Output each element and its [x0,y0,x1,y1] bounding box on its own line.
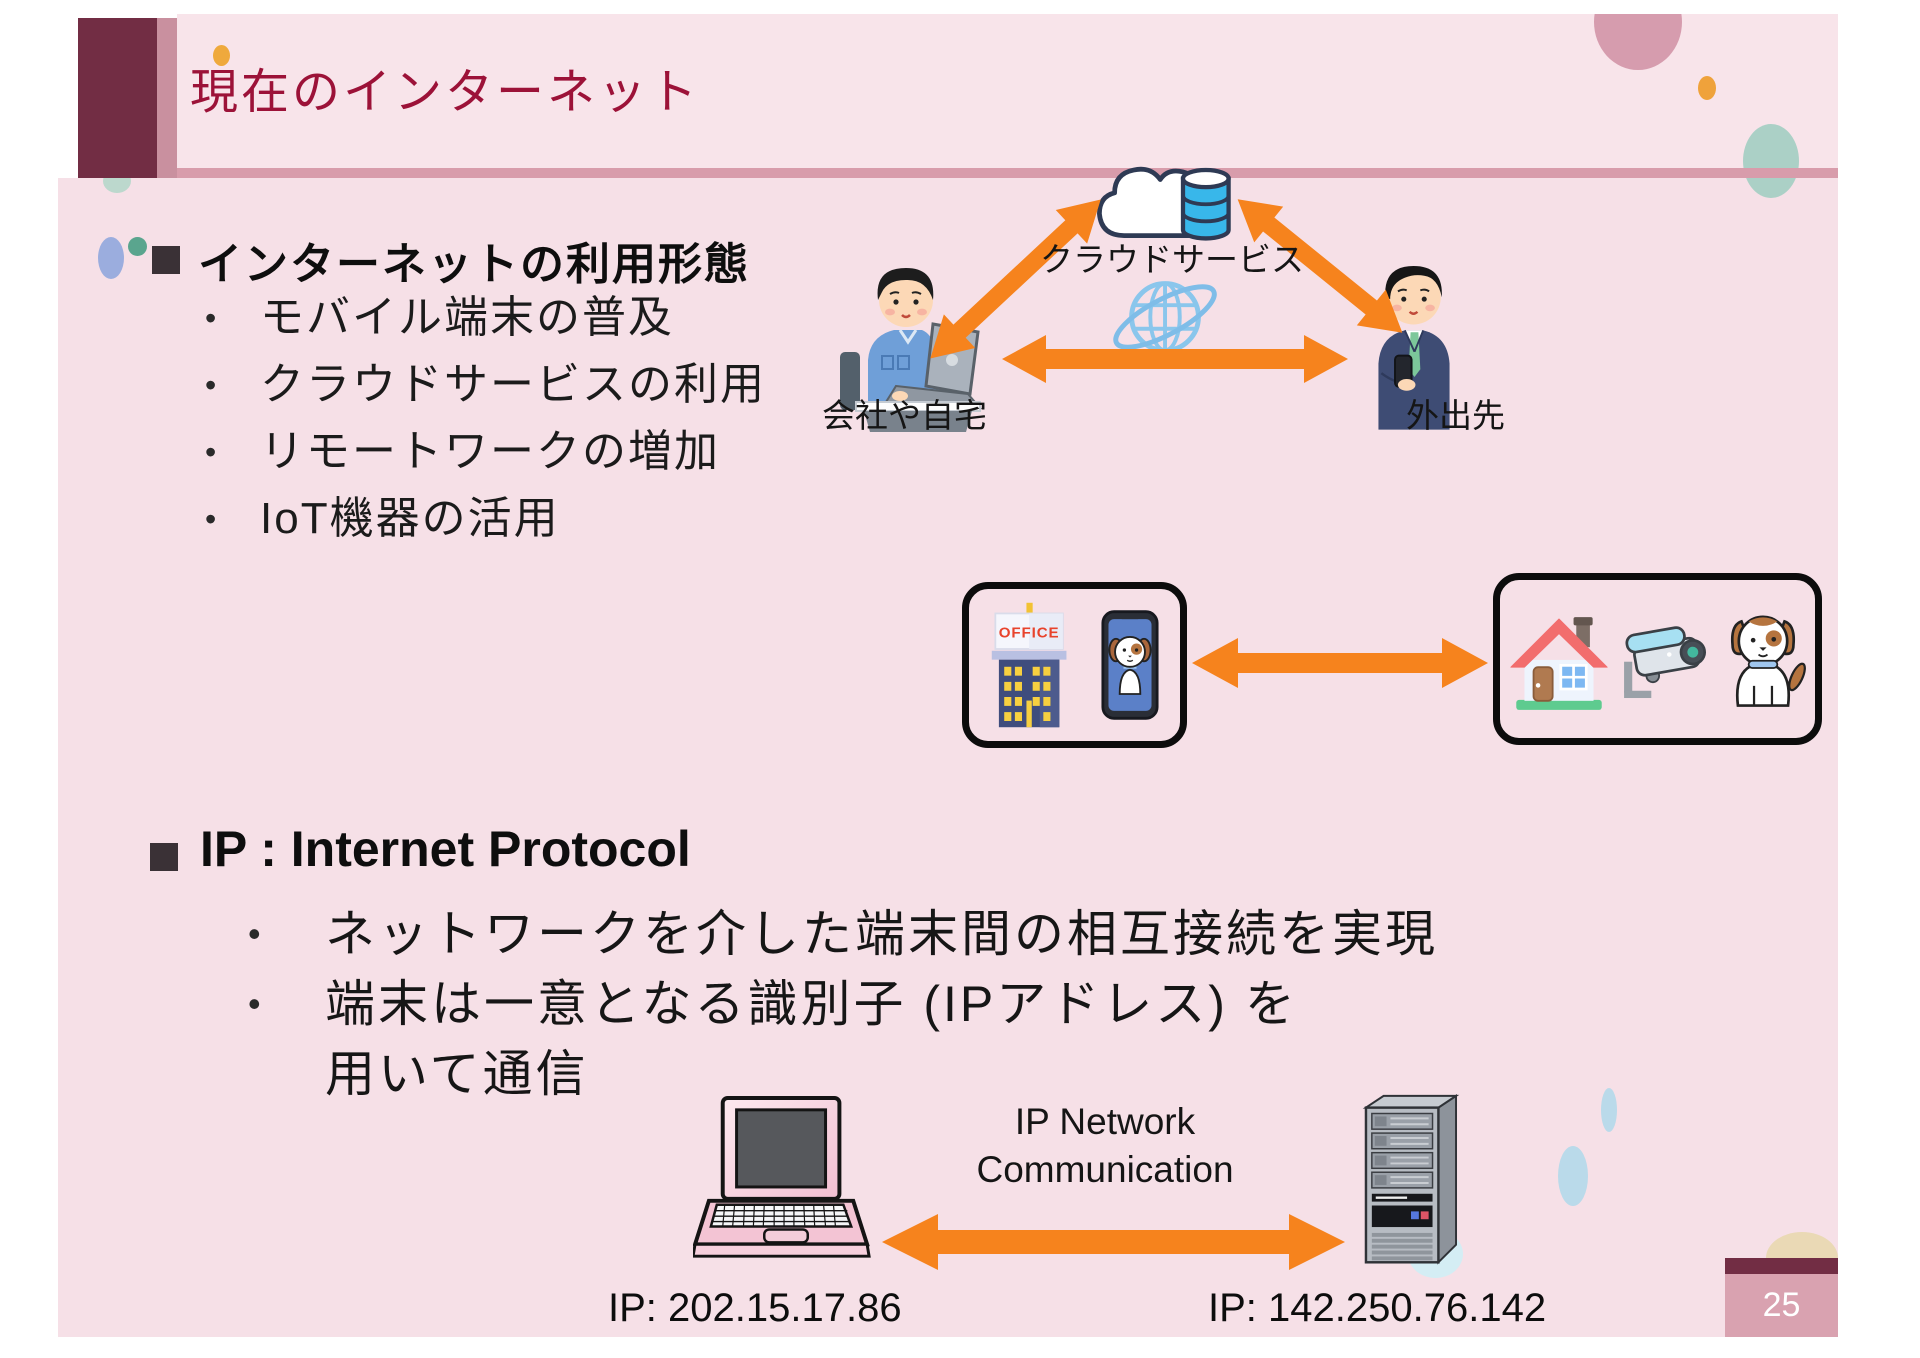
slide-title: 現在のインターネット [190,66,701,119]
phone-with-dog-icon [1101,610,1159,720]
businessman-illustration [1378,266,1450,430]
deco-teal-dot [128,237,147,256]
office-home-label: 会社や自宅 [822,397,987,434]
deco-orange-dot-title [213,45,230,66]
list-item: • モバイル端末の普及 [205,290,674,346]
cloud-database-icon [1097,166,1231,241]
section-usage-heading: インターネットの利用形態 [198,240,750,289]
office-building-icon: OFFICE [991,602,1067,728]
list-item-label: クラウドサービスの利用 [260,360,766,409]
bullet-dot: • [205,300,217,336]
deco-orange-dot-right [1698,76,1716,100]
title-accent-stripe [157,18,177,178]
dog-icon [1730,615,1806,707]
bullet-dot: • [248,983,261,1024]
server-ip-label: IP: 142.250.76.142 [1208,1286,1547,1330]
bullet-dot: • [248,913,261,954]
deco-periwinkle-ellipse [98,237,124,279]
ip-network-label-line2: Communication [976,1149,1234,1190]
bullet-dot: • [205,434,217,470]
arrow-cloud-mobile [1237,199,1403,333]
list-item-label: IoT機器の活用 [260,494,560,543]
security-camera-icon [1624,626,1707,699]
list-item-label: リモートワークの増加 [260,427,720,476]
on-the-go-label: 外出先 [1406,397,1505,434]
title-band [177,14,1838,168]
deco-pink-circle [1594,14,1682,70]
title-underline [177,168,1838,178]
list-item: • クラウドサービスの利用 [205,357,766,413]
list-item-label: 用いて通信 [325,1046,589,1102]
ip-network-label-line1: IP Network [1014,1101,1196,1142]
arrow-worker-mobile [1002,335,1348,383]
section-bullet-square [152,246,180,274]
bullet-dot: • [205,501,217,537]
server-illustration [1362,1094,1460,1265]
iot-office-box: OFFICE [962,582,1187,748]
list-item-label: 端末は一意となる識別子 (IPアドレス) を [325,976,1298,1032]
house-icon [1510,617,1608,710]
list-item: • IoT機器の活用 [205,491,560,547]
list-item: 用いて通信 [325,1043,589,1105]
office-worker-illustration [840,268,983,432]
deco-blue-ellipse-mid [1558,1146,1588,1206]
arrow-laptop-server [882,1214,1345,1270]
list-item: • 端末は一意となる識別子 (IPアドレス) を [248,973,1298,1035]
page-number-bar [1725,1258,1838,1274]
iot-home-box [1493,573,1822,745]
title-accent-block [78,18,157,178]
page-number: 25 [1725,1274,1838,1337]
deco-blue-ellipse-tall [1601,1088,1617,1132]
arrow-office-home [1192,638,1488,688]
deco-teal-ellipse [1743,124,1799,198]
cloud-service-label: クラウドサービス [1040,241,1304,278]
laptop-ip-label: IP: 202.15.17.86 [608,1286,902,1330]
list-item-label: モバイル端末の普及 [260,293,674,342]
office-sign-text: OFFICE [998,624,1059,641]
section-ip-heading: IP : Internet Protocol [200,821,691,877]
list-item: • リモートワークの増加 [205,424,720,480]
arrow-worker-cloud [930,199,1101,359]
list-item-label: ネットワークを介した端末間の相互接続を実現 [325,906,1438,962]
laptop-illustration [693,1096,871,1258]
bullet-dot: • [205,367,217,403]
list-item: • ネットワークを介した端末間の相互接続を実現 [248,903,1438,965]
ip-network-label: IP Network Communication [955,1098,1255,1194]
section-bullet-square [150,843,178,871]
